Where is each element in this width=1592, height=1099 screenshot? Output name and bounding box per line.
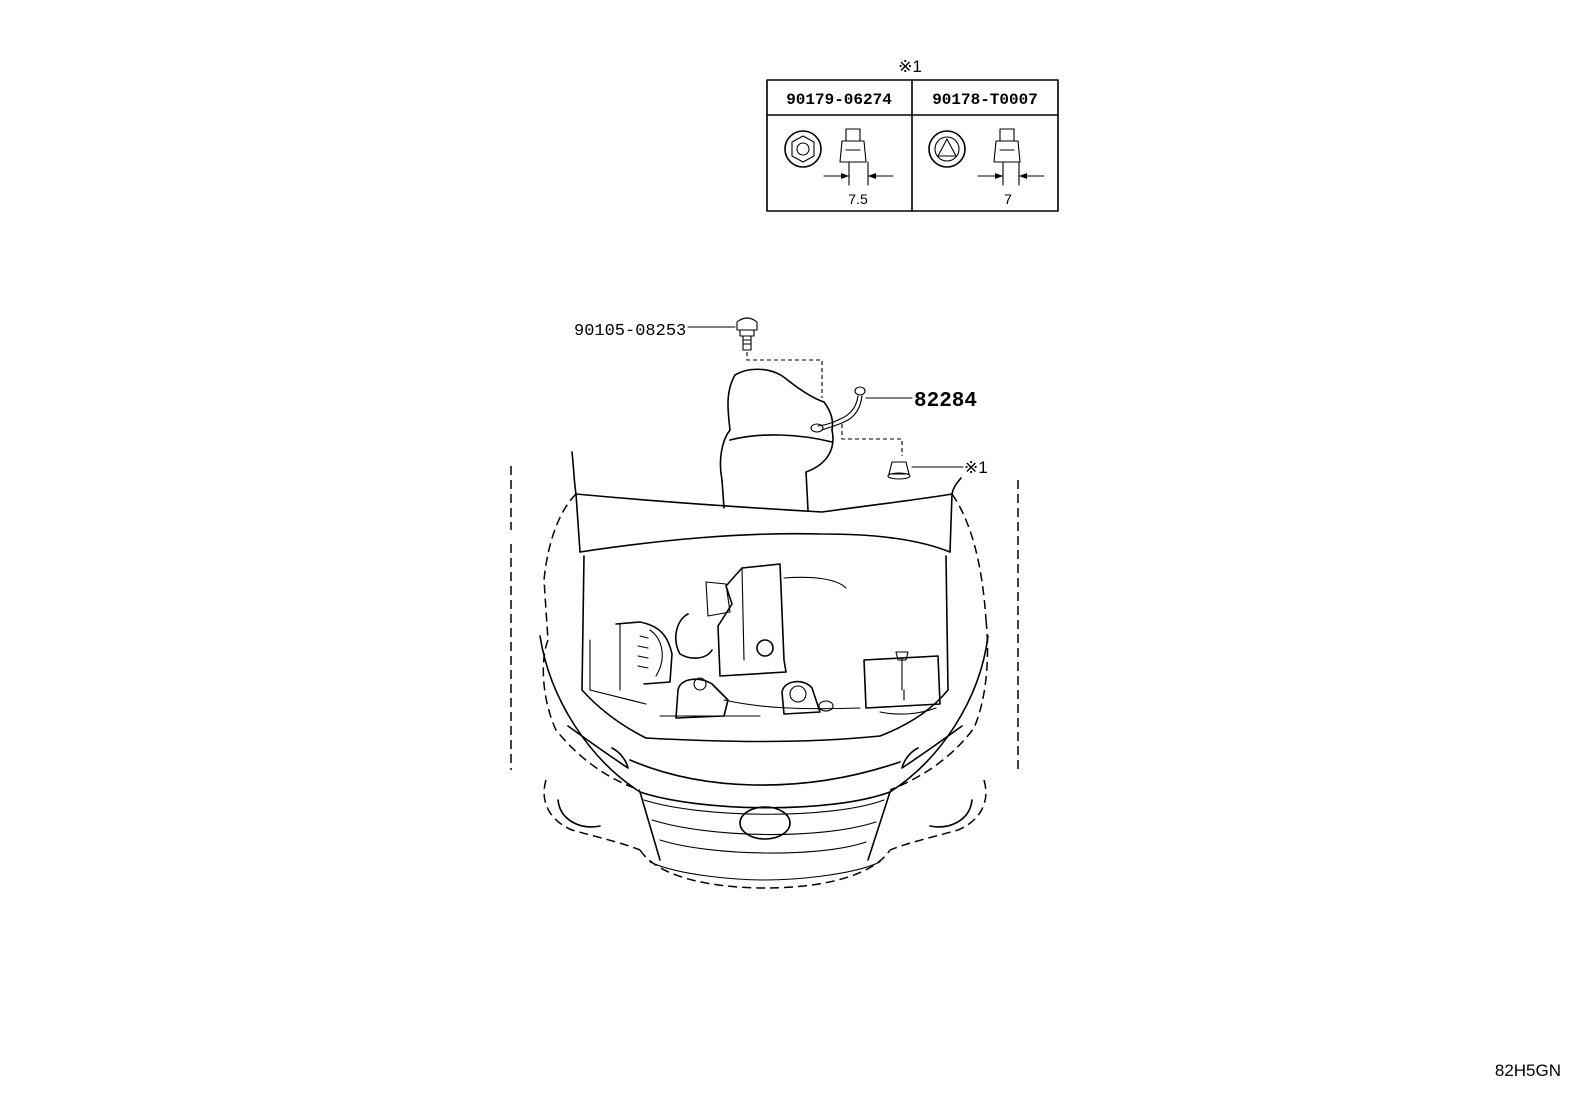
- fastener-legend: ※1 90179-06274 90178-T0007 7.5: [766, 57, 1059, 212]
- diagram-code: 82H5GN: [1495, 1061, 1561, 1080]
- bolt-part-number: 90105-08253: [574, 322, 686, 341]
- flange-nut-icon: [887, 461, 911, 480]
- callout-nut: ※1: [887, 458, 988, 480]
- nut-reference-mark: ※1: [964, 458, 988, 477]
- legend-part-no-2: 90178-T0007: [932, 91, 1038, 109]
- callout-bolt: 90105-08253: [574, 317, 823, 398]
- legend-part-no-1: 90179-06274: [786, 91, 892, 109]
- wire-part-number: 82284: [914, 390, 977, 413]
- vehicle-front-icon: [510, 368, 1019, 889]
- flange-nut-icon: [784, 128, 894, 186]
- callout-wire: 82284: [810, 386, 977, 456]
- engine-bay-icon: [589, 563, 941, 719]
- hex-nut-icon: [928, 128, 1045, 186]
- legend-dimension-2: 7: [1004, 191, 1012, 207]
- legend-mark: ※1: [898, 57, 922, 76]
- ground-wire-icon: [810, 386, 866, 433]
- legend-dimension-1: 7.5: [848, 191, 868, 207]
- emblem-icon: [739, 806, 791, 840]
- bolt-icon: [736, 317, 758, 351]
